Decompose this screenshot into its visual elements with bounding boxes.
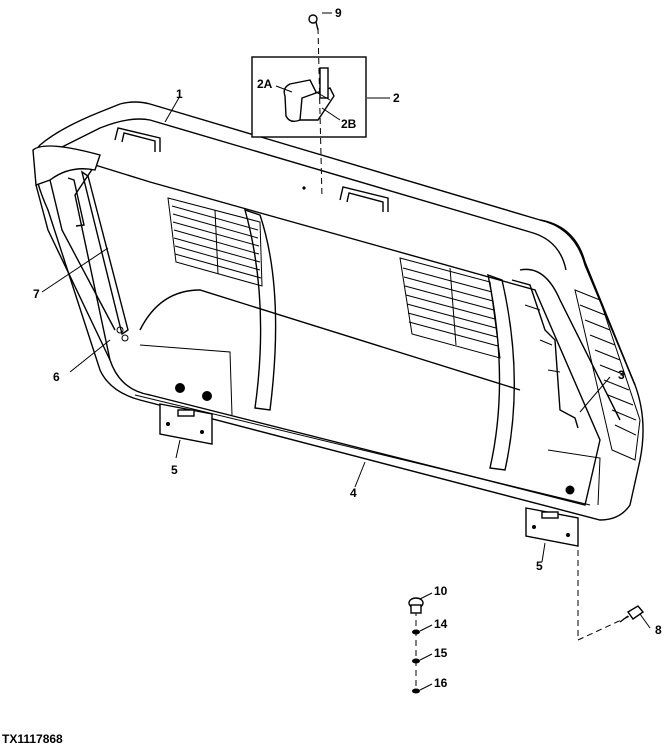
screw-8 [619, 605, 645, 623]
side-bracket [511, 279, 579, 429]
hardware-stack [408, 597, 424, 694]
callout-5-left: 5 [171, 463, 178, 477]
stiffener-ribs [243, 208, 515, 471]
callout-2b: 2B [341, 117, 357, 131]
cap-screw-9 [308, 14, 319, 31]
callout-14: 14 [434, 617, 448, 631]
callout-9: 9 [335, 6, 342, 20]
latch-inset [251, 56, 367, 138]
hinge-right [525, 507, 579, 547]
callout-16: 16 [434, 676, 448, 690]
callout-1: 1 [176, 87, 183, 101]
callout-3: 3 [618, 368, 625, 382]
callout-4: 4 [350, 486, 357, 500]
floor-plate-right [547, 449, 601, 506]
floor-plate-left [139, 344, 233, 416]
hinge-left [159, 403, 213, 445]
handle-right [339, 186, 389, 212]
vent-louvers-right [399, 257, 501, 359]
vent-louvers-left [167, 197, 263, 287]
alignment-line-9 [317, 27, 323, 199]
figure-id: TX1117868 [2, 732, 63, 746]
callout-6: 6 [53, 370, 60, 384]
callout-15: 15 [434, 646, 448, 660]
callout-10: 10 [434, 584, 448, 598]
leader-lines [41, 12, 651, 691]
seal-strip [67, 170, 129, 342]
callout-2a: 2A [257, 77, 273, 91]
callout-7: 7 [33, 287, 40, 301]
callout-8: 8 [655, 623, 662, 637]
vent-louvers-end [574, 289, 641, 461]
housing-cover [32, 101, 644, 521]
alignment-line-8 [577, 520, 631, 641]
handle-left [114, 127, 161, 152]
callout-5-right: 5 [536, 559, 543, 573]
callout-2: 2 [393, 91, 400, 105]
